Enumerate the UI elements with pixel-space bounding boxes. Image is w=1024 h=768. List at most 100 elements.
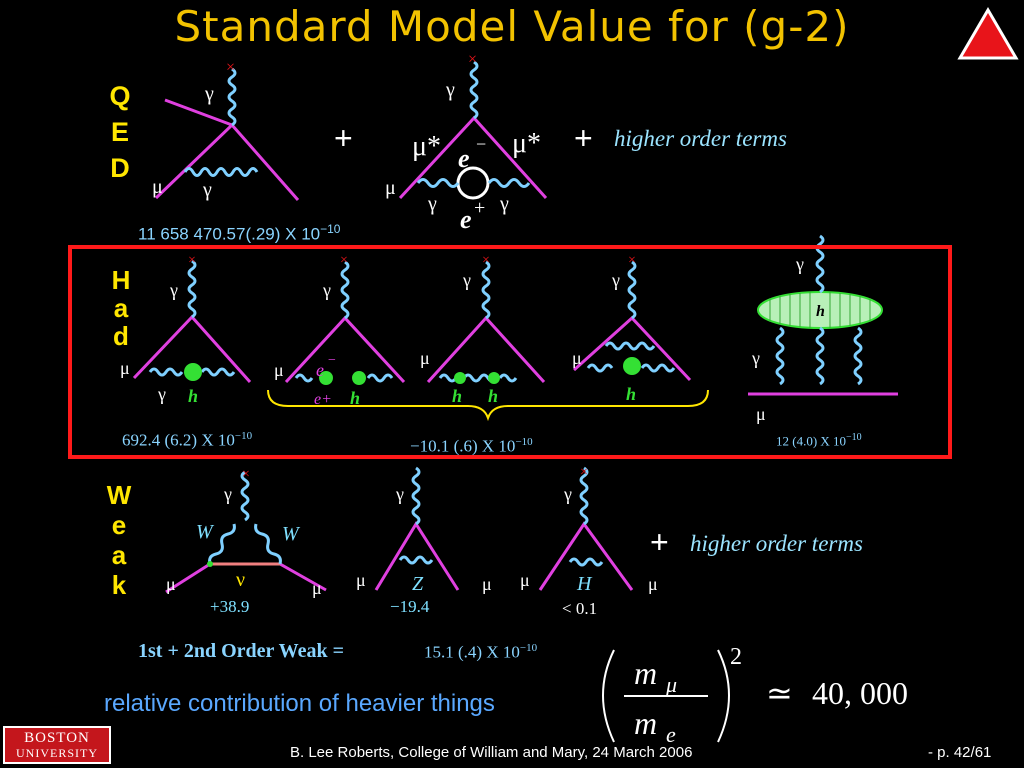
- weak1-contribution: +38.9: [210, 597, 249, 616]
- weak1-mu-right: μ: [312, 578, 322, 598]
- had-diagram-3: ×: [426, 253, 546, 384]
- weak1-w-left: W: [196, 521, 215, 543]
- had-letter: a: [113, 293, 129, 323]
- hadronic-highlight-box: [68, 245, 952, 459]
- had-value-1: 692.4 (6.2) X 10−10: [122, 430, 252, 451]
- weak3-h: H: [576, 573, 593, 595]
- had-value-2: −10.1 (.6) X 10−10: [410, 436, 533, 457]
- lbl-mu: μ: [756, 404, 766, 424]
- weak-summary-value: 15.1 (.4) X 10−10: [424, 642, 537, 663]
- had2-e: e: [316, 360, 324, 380]
- had-diagram-2: ×: [284, 253, 406, 385]
- svg-text:×: ×: [188, 253, 196, 268]
- weak-diagram-3: ×: [538, 465, 634, 591]
- weak1-mu-left: μ: [166, 574, 176, 594]
- had1-gamma: γ: [169, 280, 178, 300]
- had-value-2-exp: −10: [515, 436, 533, 448]
- had2-h: h: [350, 388, 360, 408]
- qed2-e-minus: e: [458, 144, 470, 173]
- boston-university-logo: BOSTON UNIVERSITY: [3, 726, 111, 764]
- qed2-gamma-left: γ: [427, 193, 437, 215]
- had3-h-left: h: [452, 386, 462, 406]
- had4-gamma: γ: [611, 270, 620, 290]
- weak3-mu-left: μ: [520, 570, 530, 590]
- weak-plus: +: [650, 524, 669, 560]
- svg-text:×: ×: [242, 467, 250, 482]
- weak-diagram-1: ×: [165, 467, 327, 594]
- weak1-gamma: γ: [223, 484, 232, 504]
- had2-mu: μ: [274, 360, 284, 380]
- svg-text:×: ×: [468, 51, 477, 68]
- svg-text:×: ×: [226, 59, 235, 76]
- formula-num: m: [634, 655, 657, 691]
- had-value-3-mantissa: 12 (4.0) X 10: [776, 433, 847, 449]
- lbl-gamma-side: γ: [751, 348, 760, 368]
- weak2-mu-right: μ: [482, 574, 492, 594]
- qed2-mu: μ: [385, 177, 396, 199]
- qed1-gamma: γ: [204, 83, 214, 105]
- had3-gamma: γ: [462, 270, 471, 290]
- had1-gamma-loop: γ: [157, 384, 166, 404]
- weak-label: W e a k: [104, 480, 134, 600]
- formula-svg: m μ m e 2 ≃ 40, 000: [602, 644, 908, 747]
- qed-plus-2: +: [574, 120, 593, 156]
- light-by-light-diagram: [748, 234, 898, 396]
- weak-letter: W: [106, 480, 132, 510]
- weak2-mu-left: μ: [356, 570, 366, 590]
- relative-contribution-text: relative contribution of heavier things: [104, 690, 495, 717]
- svg-text:×: ×: [580, 465, 588, 480]
- qed-value-mantissa: 11 658 470.57(.29) X 10: [138, 224, 321, 244]
- weak-summary-mantissa: 15.1 (.4) X 10: [424, 642, 520, 662]
- had2-gamma: γ: [322, 280, 331, 300]
- had-value-1-exp: −10: [234, 430, 253, 442]
- had3-mu: μ: [420, 348, 430, 368]
- svg-text:×: ×: [482, 253, 490, 268]
- weak2-z: Z: [412, 573, 424, 595]
- page-number: - p. 42/61: [928, 744, 992, 761]
- qed-letter: D: [110, 153, 130, 183]
- qed-value-exp: −10: [320, 222, 341, 236]
- qed-diagram-1: ×: [154, 59, 300, 201]
- qed2-e-minus-sign: −: [476, 134, 486, 154]
- had3-h-right: h: [488, 386, 498, 406]
- lbl-gamma-top: γ: [795, 254, 804, 274]
- qed-value: 11 658 470.57(.29) X 10−10: [138, 222, 340, 245]
- weak-summary-exp: −10: [519, 642, 538, 654]
- had-diagram-4: ×: [572, 253, 692, 382]
- weak-diagram-2: [374, 466, 460, 591]
- weak3-contribution: < 0.1: [562, 599, 597, 618]
- nav-up-triangle-icon[interactable]: [956, 6, 1020, 62]
- had2-e-plus: e+: [314, 391, 332, 408]
- weak-letter: e: [111, 510, 127, 540]
- svg-text:×: ×: [628, 253, 636, 268]
- had-value-2-mantissa: −10.1 (.6) X 10: [410, 436, 516, 456]
- qed2-e-plus: e: [460, 205, 472, 234]
- mass-ratio-formula: m μ m e 2 ≃ 40, 000: [590, 640, 970, 750]
- weak-higher-order-terms: higher order terms: [690, 531, 863, 556]
- qed2-mu-star-right: μ*: [512, 128, 541, 159]
- qed2-e-plus-sign: +: [474, 197, 485, 219]
- qed2-mu-star-left: μ*: [412, 131, 441, 162]
- weak3-mu-right: μ: [648, 574, 658, 594]
- qed1-gamma-loop: γ: [202, 179, 212, 201]
- had4-h: h: [626, 384, 636, 404]
- weak2-gamma: γ: [395, 484, 404, 504]
- qed-plus-1: +: [334, 120, 353, 156]
- had-value-1-mantissa: 692.4 (6.2) X 10: [122, 430, 235, 450]
- weak-letter: k: [111, 570, 127, 600]
- qed2-gamma-right: γ: [499, 193, 509, 215]
- formula-result: 40, 000: [812, 675, 908, 711]
- qed-higher-order-terms: higher order terms: [614, 126, 787, 151]
- formula-den-sub: e: [666, 722, 676, 747]
- logo-line-2: UNIVERSITY: [16, 746, 98, 760]
- footer-credit: B. Lee Roberts, College of William and M…: [290, 744, 693, 761]
- logo-line-1: BOSTON: [24, 730, 90, 746]
- lbl-h: h: [816, 303, 825, 320]
- had-label: H a d: [106, 266, 136, 350]
- weak1-nu: ν: [236, 569, 245, 591]
- grouping-brace: [267, 389, 709, 422]
- weak3-gamma: γ: [563, 484, 572, 504]
- formula-num-sub: μ: [665, 672, 677, 697]
- had1-h: h: [188, 386, 198, 406]
